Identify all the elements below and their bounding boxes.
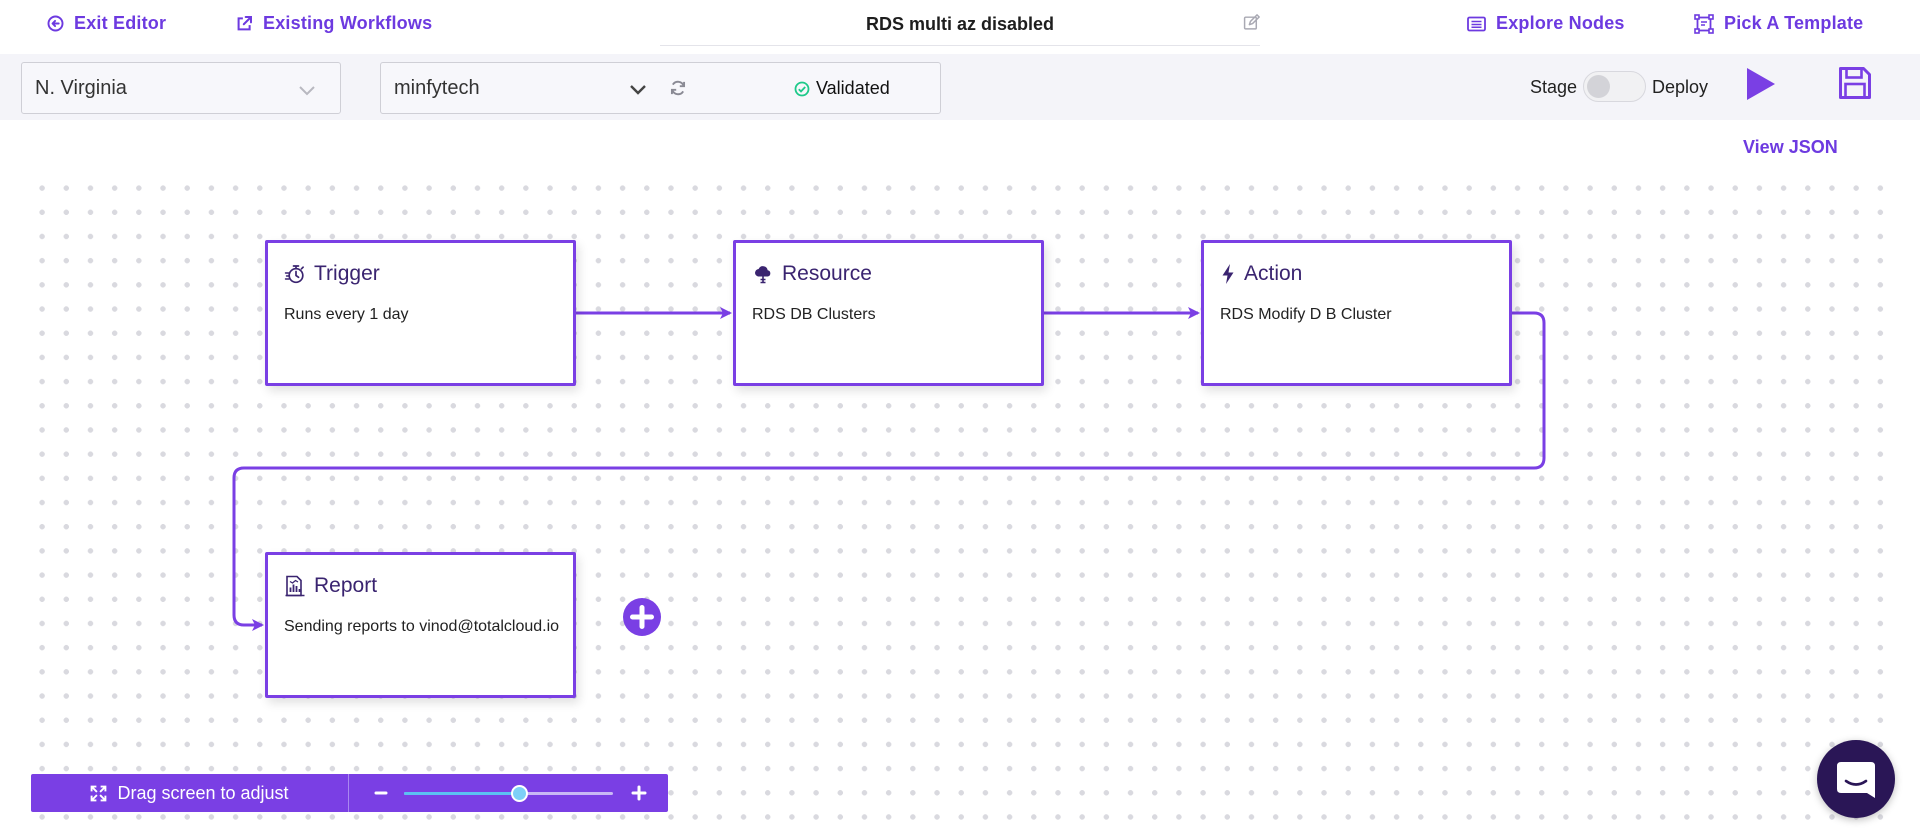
region-value: N. Virginia — [35, 77, 127, 99]
node-description: Runs every 1 day — [284, 306, 409, 323]
exit-editor-label: Exit Editor — [74, 13, 167, 33]
list-icon — [1467, 16, 1486, 31]
add-node-button[interactable] — [623, 598, 661, 636]
explore-nodes-label: Explore Nodes — [1496, 13, 1625, 33]
zoom-slider[interactable] — [404, 785, 613, 802]
node-header: Trigger — [284, 262, 380, 286]
cloud-icon — [755, 266, 771, 284]
stopwatch-icon — [284, 265, 304, 284]
chevron-down-icon — [299, 86, 315, 96]
zoom-slider-handle[interactable] — [510, 785, 528, 802]
node-title: Trigger — [314, 262, 380, 285]
refresh-icon[interactable] — [669, 79, 687, 97]
chat-support-button[interactable] — [1817, 740, 1895, 818]
node-header: Report — [284, 574, 377, 598]
existing-workflows-link[interactable]: Existing Workflows — [235, 13, 432, 34]
node-description: Sending reports to vinod@totalcloud.io — [284, 618, 560, 635]
pick-template-link[interactable]: Pick A Template — [1694, 13, 1863, 34]
run-play-icon[interactable] — [1745, 66, 1777, 102]
account-select[interactable]: minfytech Validated — [380, 62, 941, 114]
toolbar: N. Virginia minfytech Validated Stage De… — [0, 54, 1920, 120]
node-title: Report — [314, 574, 378, 597]
edit-icon[interactable] — [1243, 14, 1260, 31]
deploy-label: Deploy — [1652, 77, 1709, 97]
node-header: Resource — [752, 262, 872, 286]
workflow-node-resource[interactable]: Resource RDS DB Clusters — [733, 240, 1044, 386]
report-icon — [285, 575, 305, 597]
canvas-controls: Drag screen to adjust — [31, 774, 668, 812]
node-title: Resource — [782, 262, 872, 285]
expand-arrows-icon — [91, 785, 107, 801]
zoom-in-button[interactable] — [624, 778, 654, 808]
drag-screen-hint[interactable]: Drag screen to adjust — [31, 774, 349, 812]
external-link-icon — [237, 15, 252, 30]
node-description: RDS Modify D B Cluster — [1220, 306, 1392, 323]
drag-hint-label: Drag screen to adjust — [117, 782, 289, 803]
explore-nodes-link[interactable]: Explore Nodes — [1467, 13, 1625, 34]
lightning-icon — [1222, 264, 1234, 284]
exit-editor-link[interactable]: Exit Editor — [47, 13, 166, 34]
workflow-node-trigger[interactable]: Trigger Runs every 1 day — [265, 240, 576, 386]
validation-status: Validated — [794, 78, 890, 99]
node-header: Action — [1220, 262, 1302, 286]
view-json-link[interactable]: View JSON — [1743, 137, 1838, 157]
workflow-title: RDS multi az disabled — [865, 14, 1055, 34]
account-value: minfytech — [394, 77, 480, 99]
region-select[interactable]: N. Virginia — [21, 62, 341, 114]
toggle-knob — [1587, 75, 1610, 98]
plus-icon — [630, 605, 654, 629]
stage-label: Stage — [1530, 77, 1578, 97]
node-title: Action — [1244, 262, 1303, 285]
workflow-node-report[interactable]: Report Sending reports to vinod@totalclo… — [265, 552, 576, 698]
check-circle-icon — [794, 81, 810, 96]
top-nav: Exit Editor Existing Workflows RDS multi… — [0, 0, 1920, 54]
validation-label: Validated — [816, 78, 890, 98]
zoom-out-button[interactable] — [366, 778, 396, 808]
workflow-node-action[interactable]: Action RDS Modify D B Cluster — [1201, 240, 1512, 386]
stage-deploy-toggle[interactable] — [1583, 71, 1646, 102]
template-icon — [1694, 13, 1714, 34]
exit-circle-icon — [47, 15, 64, 32]
chat-icon — [1837, 762, 1875, 798]
node-description: RDS DB Clusters — [752, 306, 876, 323]
workflow-title-field[interactable]: RDS multi az disabled — [660, 8, 1260, 46]
chevron-down-icon[interactable] — [629, 84, 647, 95]
zoom-slider-fill — [404, 792, 519, 795]
pick-template-label: Pick A Template — [1724, 13, 1864, 33]
existing-workflows-label: Existing Workflows — [263, 13, 433, 33]
save-icon[interactable] — [1838, 66, 1872, 100]
